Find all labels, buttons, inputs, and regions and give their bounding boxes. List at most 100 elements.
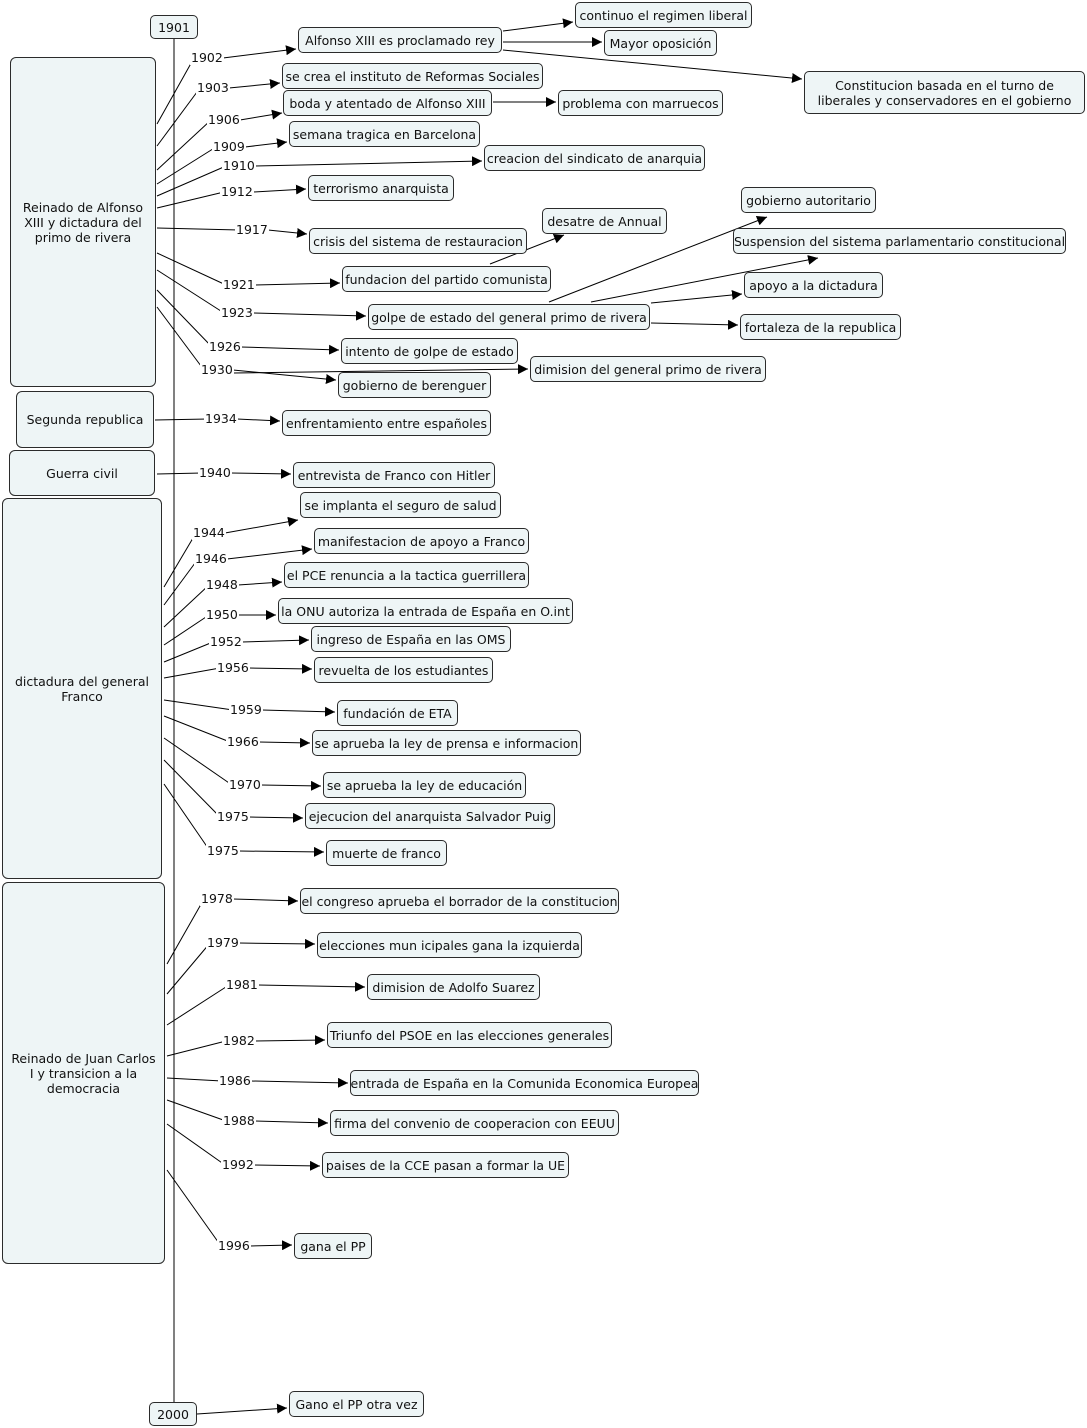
event-box[interactable]: ejecucion del anarquista Salvador Puig <box>305 803 555 829</box>
event-box[interactable]: manifestacion de apoyo a Franco <box>314 528 529 554</box>
event-box[interactable]: dimision del general primo de rivera <box>530 356 766 382</box>
event-box[interactable]: firma del convenio de cooperacion con EE… <box>330 1110 619 1136</box>
event-box[interactable]: la ONU autoriza la entrada de España en … <box>278 598 573 624</box>
event-box[interactable]: fundacion del partido comunista <box>342 266 551 292</box>
period-box-label: Guerra civil <box>46 465 118 481</box>
event-box[interactable]: Alfonso XIII es proclamado rey <box>298 27 502 53</box>
event-box[interactable]: desatre de Annual <box>542 208 667 234</box>
event-box[interactable]: terrorismo anarquista <box>308 175 454 201</box>
event-arrow <box>590 254 819 303</box>
timeline-end[interactable]: 2000 <box>149 1402 197 1426</box>
year-arrow <box>254 1117 329 1128</box>
event-box[interactable]: el congreso aprueba el borrador de la co… <box>300 888 619 914</box>
year-connector <box>166 1123 226 1166</box>
year-connector <box>156 252 227 286</box>
event-box[interactable]: muerte de franco <box>326 840 447 866</box>
event-box[interactable]: creacion del sindicato de anarquia <box>484 145 705 171</box>
period-box[interactable]: dictadura del general Franco <box>2 498 162 879</box>
event-box[interactable]: dimision de Adolfo Suarez <box>367 974 540 1000</box>
event-box-label: se implanta el seguro de salud <box>304 497 497 513</box>
year-arrow <box>253 1160 321 1171</box>
event-box[interactable]: boda y atentado de Alfonso XIII <box>283 90 492 116</box>
year-label: 1934 <box>204 411 238 426</box>
year-connector <box>154 418 209 421</box>
event-box-label: continuo el regimen liberal <box>579 7 748 23</box>
year-label: 1912 <box>220 184 254 199</box>
year-connector <box>166 898 205 965</box>
year-label: 1975 <box>216 809 250 824</box>
year-label: 1926 <box>208 339 242 354</box>
event-box[interactable]: fortaleza de la republica <box>740 314 901 340</box>
event-box[interactable]: apoyo a la dictadura <box>744 272 883 298</box>
event-box[interactable]: gobierno autoritario <box>741 187 876 213</box>
year-connector <box>166 942 211 995</box>
year-label: 1944 <box>192 525 226 540</box>
year-connector <box>163 558 199 606</box>
period-box[interactable]: Segunda republica <box>16 391 154 448</box>
event-box-label: enfrentamiento entre españoles <box>286 415 487 431</box>
event-box[interactable]: continuo el regimen liberal <box>575 2 752 28</box>
event-box[interactable]: el PCE renuncia a la tactica guerrillera <box>284 562 529 588</box>
event-box-label: creacion del sindicato de anarquia <box>486 150 703 166</box>
year-arrow <box>260 780 322 791</box>
event-box[interactable]: entrevista de Franco con Hitler <box>293 462 495 488</box>
event-box[interactable]: Gano el PP otra vez <box>289 1391 424 1417</box>
year-arrow <box>254 278 341 289</box>
year-connector <box>166 1040 227 1057</box>
year-connector <box>163 641 214 663</box>
year-label: 1981 <box>225 977 259 992</box>
event-box-label: dimision del general primo de rivera <box>534 361 762 377</box>
event-box[interactable]: se aprueba la ley de prensa e informacio… <box>312 730 581 756</box>
event-box[interactable]: intento de golpe de estado <box>341 338 518 364</box>
timeline-start[interactable]: 1901 <box>150 15 198 39</box>
period-box[interactable]: Guerra civil <box>9 450 155 496</box>
event-box-label: manifestacion de apoyo a Franco <box>317 533 526 549</box>
event-box[interactable]: se crea el instituto de Reformas Sociale… <box>282 63 543 89</box>
event-box[interactable]: se aprueba la ley de educación <box>323 772 526 798</box>
period-box-label: Reinado de Alfonso XIII y dictadura del … <box>22 199 144 245</box>
period-box[interactable]: Reinado de Juan Carlos I y transicion a … <box>2 882 165 1264</box>
event-box[interactable]: paises de la CCE pasan a formar la UE <box>322 1152 569 1178</box>
event-box-label: terrorismo anarquista <box>313 180 449 196</box>
event-box[interactable]: Mayor oposición <box>604 30 717 56</box>
event-box-label: Alfonso XIII es proclamado rey <box>305 32 495 48</box>
event-box[interactable]: gobierno de berenguer <box>338 372 491 398</box>
event-arrow <box>650 319 739 330</box>
event-box-label: entrevista de Franco con Hitler <box>297 467 491 483</box>
event-box-label: revuelta de los estudiantes <box>318 662 489 678</box>
event-box[interactable]: Triunfo del PSOE en las elecciones gener… <box>327 1022 612 1048</box>
event-box-label: gana el PP <box>300 1238 366 1254</box>
year-arrow <box>228 78 281 89</box>
event-box[interactable]: crisis del sistema de restauracion <box>309 228 527 254</box>
event-arrow <box>489 233 565 265</box>
event-box[interactable]: semana tragica en Barcelona <box>289 121 480 147</box>
event-box[interactable]: golpe de estado del general primo de riv… <box>368 304 650 330</box>
year-connector <box>156 289 213 348</box>
year-arrow <box>258 737 311 748</box>
period-box-label: Segunda republica <box>26 412 144 427</box>
year-label: 1930 <box>200 362 234 377</box>
year-label: 1906 <box>207 112 241 127</box>
event-box[interactable]: enfrentamiento entre españoles <box>282 410 491 436</box>
event-box[interactable]: entrada de España en la Comunida Economi… <box>350 1070 699 1096</box>
event-box[interactable]: Constitucion basada en el turno de liber… <box>804 71 1085 114</box>
event-box[interactable]: elecciones mun icipales gana la izquierd… <box>317 932 582 958</box>
event-box[interactable]: gana el PP <box>294 1233 372 1259</box>
year-connector <box>156 269 225 314</box>
year-label: 1986 <box>218 1073 252 1088</box>
event-box[interactable]: ingreso de España en las OMS <box>311 626 511 652</box>
year-arrow <box>237 577 283 588</box>
event-box[interactable]: fundación de ETA <box>337 700 458 726</box>
year-connector <box>163 715 231 743</box>
event-box-label: fortaleza de la republica <box>744 319 897 335</box>
event-box-label: apoyo a la dictadura <box>749 277 878 293</box>
event-box[interactable]: revuelta de los estudiantes <box>314 657 493 683</box>
event-box[interactable]: problema con marruecos <box>558 90 723 116</box>
event-box[interactable]: Suspension del sistema parlamentario con… <box>733 228 1066 254</box>
year-label: 1978 <box>200 891 234 906</box>
event-box-label: dimision de Adolfo Suarez <box>372 979 535 995</box>
event-box[interactable]: se implanta el seguro de salud <box>300 492 501 518</box>
event-box-label: paises de la CCE pasan a formar la UE <box>325 1157 566 1173</box>
year-label: 1952 <box>209 634 243 649</box>
period-box[interactable]: Reinado de Alfonso XIII y dictadura del … <box>10 57 156 387</box>
